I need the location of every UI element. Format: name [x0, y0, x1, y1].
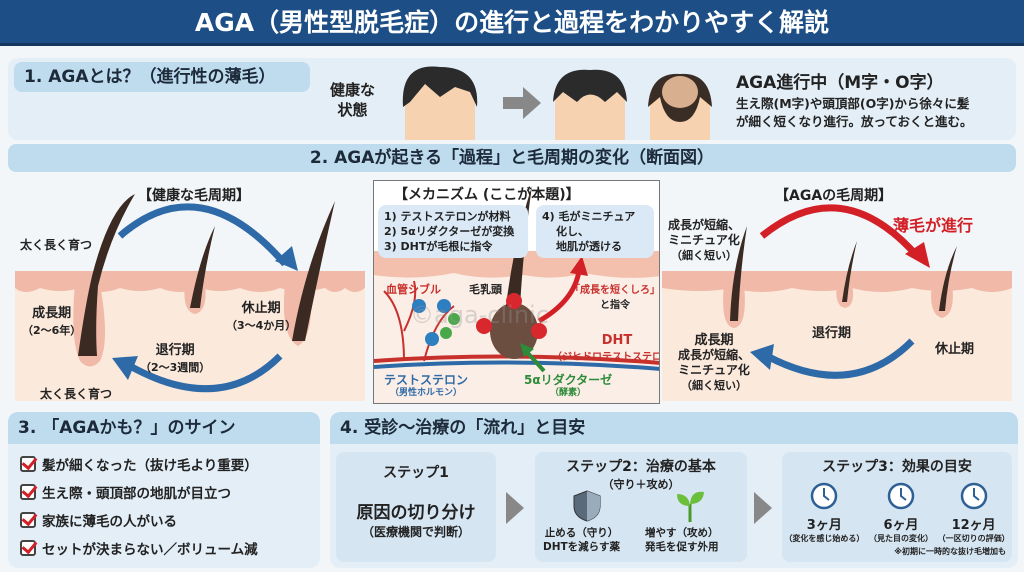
head-progression-illustration: [402, 66, 712, 140]
cycle-arrow-icon: [112, 356, 138, 380]
page-title: AGA（男性型脱毛症）の進行と過程をわかりやすく解説: [0, 0, 1024, 46]
testosterone-label: テストステロン（男性ホルモン）: [384, 373, 469, 399]
aga-anagen-label: 成長期成長が短縮、ミニチュア化（細く短い）: [678, 333, 751, 392]
telogen-label: 休止期（3〜4か月）: [226, 301, 297, 332]
checkbox-checked-icon: [20, 540, 36, 556]
step-1-box: ステップ1 原因の切り分け （医療機関で判断）: [336, 452, 496, 562]
cycle-arrow-icon: [275, 246, 298, 271]
mechanism-step-4: 4) 毛がミニチュア化し、地肌が透ける: [536, 205, 654, 258]
checkbox-checked-icon: [20, 512, 36, 528]
dht-label: DHT（ジヒドロテストステロン）: [552, 333, 660, 363]
watermark: ©aga-clinic: [410, 301, 549, 329]
timeline-3-months: 3ヶ月（変化を感じ始める）: [784, 482, 864, 544]
sprout-icon: [677, 491, 704, 522]
catagen-hair: [190, 226, 215, 308]
checkbox-checked-icon: [20, 484, 36, 500]
arrow-right-icon: [503, 87, 541, 119]
aga-progress-title: AGA進行中（M字・O字）: [736, 73, 944, 93]
healthy-cycle-title: 【健康な毛周期】: [138, 188, 250, 204]
arrow-right-icon: [506, 492, 524, 524]
anagen-label: 成長期（2〜6年）: [22, 306, 82, 337]
section-3-heading: 3. 「AGAかも？」のサイン: [8, 412, 320, 444]
anagen-hair: [78, 194, 135, 356]
aga-cycle-title: 【AGAの毛周期】: [775, 188, 893, 204]
grow-label-top: 太く長く育つ: [20, 238, 93, 252]
initial-shedding-note: ※初期に一時的な抜け毛増加も: [894, 547, 1006, 556]
signs-checklist: 髪が細くなった（抜け毛より重要） 生え際・頭頂部の地肌が目立つ 家族に薄毛の人が…: [8, 444, 320, 572]
aga-progress-description: 生え際(M字)や頭頂部(O字)から徐々に髪が細く短くなり進行。放っておくと進む。: [736, 96, 973, 129]
grow-label-bottom: 太く長く育つ: [40, 387, 113, 401]
shield-icon: [573, 490, 601, 522]
clock-icon: [960, 482, 987, 510]
telogen-hair: [292, 201, 335, 341]
healthy-label: 健康な状態: [330, 81, 376, 119]
dht-icon: [476, 318, 492, 334]
aga-hair-cycle-illustration: [662, 204, 1012, 401]
sign-item: 髪が細くなった（抜け毛より重要）: [20, 452, 308, 480]
timeline-6-months: 6ヶ月（見た目の変化）: [869, 482, 933, 544]
mechanism-title: 【メカニズム (ここが本題)】: [394, 187, 580, 203]
sign-item: 生え際・頭頂部の地肌が目立つ: [20, 480, 308, 508]
step-2-box: ステップ2：治療の基本 （守り＋攻め） 止める（守り）DHTを減らす薬 増やす（…: [535, 452, 747, 562]
section-signs: 3. 「AGAかも？」のサイン 髪が細くなった（抜け毛より重要） 生え際・頭頂部…: [8, 412, 320, 568]
dht-icon: [531, 323, 547, 339]
m-shape-head-icon: [553, 69, 627, 140]
sign-item: セットが決まらない／ボリューム減: [20, 536, 308, 564]
papilla-label: 毛乳頭: [469, 283, 502, 296]
thinning-progress-label: 薄毛が進行: [893, 216, 974, 235]
order-label: 「成長を短くしろ」と指令: [570, 285, 660, 311]
catagen-label: 退行期（2〜3週間）: [140, 343, 211, 374]
aga-miniaturize-top: 成長が短縮、ミニチュア化（細く短い）: [668, 218, 741, 262]
dermal-papilla: [490, 303, 538, 359]
healthy-head-icon: [402, 66, 478, 140]
blood-vessel-label: 血管シブル: [386, 283, 441, 296]
dht-icon: [506, 293, 522, 309]
arrow-right-icon: [754, 492, 772, 524]
clock-icon: [887, 482, 915, 510]
enzyme-label: 5αリダクターゼ（酵素）: [524, 373, 613, 399]
sign-item: 家族に薄毛の人がいる: [20, 508, 308, 536]
timeline-12-months: 12ヶ月（一区切りの評価）: [938, 482, 1010, 544]
aga-catagen-label: 退行期: [812, 326, 852, 341]
o-shape-head-icon: [648, 73, 712, 140]
aga-telogen-label: 休止期: [935, 342, 975, 357]
checkbox-checked-icon: [20, 456, 36, 472]
attack-treatment: 増やす（攻め）発毛を促す外用: [645, 527, 719, 553]
progress-arrow-icon: [905, 242, 930, 268]
section-treatment-flow: 4. 受診〜治療の「流れ」と目安 ステップ1 原因の切り分け （医療機関で判断）…: [330, 412, 1018, 568]
defend-treatment: 止める（守り）DHTを減らす薬: [543, 527, 620, 553]
clock-icon: [811, 482, 838, 510]
step-3-box: ステップ3：効果の目安 3ヶ月（変化を感じ始める） 6ヶ月（見た目の変化） 12…: [782, 452, 1012, 562]
section-4-heading: 4. 受診〜治療の「流れ」と目安: [330, 412, 1018, 444]
arrow-up-icon: [570, 256, 588, 276]
cycle-arrow-icon: [750, 344, 774, 370]
section-2-heading: 2. AGAが起きる「過程」と毛周期の変化（断面図）: [8, 144, 1016, 172]
section-1-heading: 1. AGAとは？（進行性の薄毛）: [14, 62, 310, 92]
healthy-hair-cycle-illustration: [15, 194, 365, 401]
